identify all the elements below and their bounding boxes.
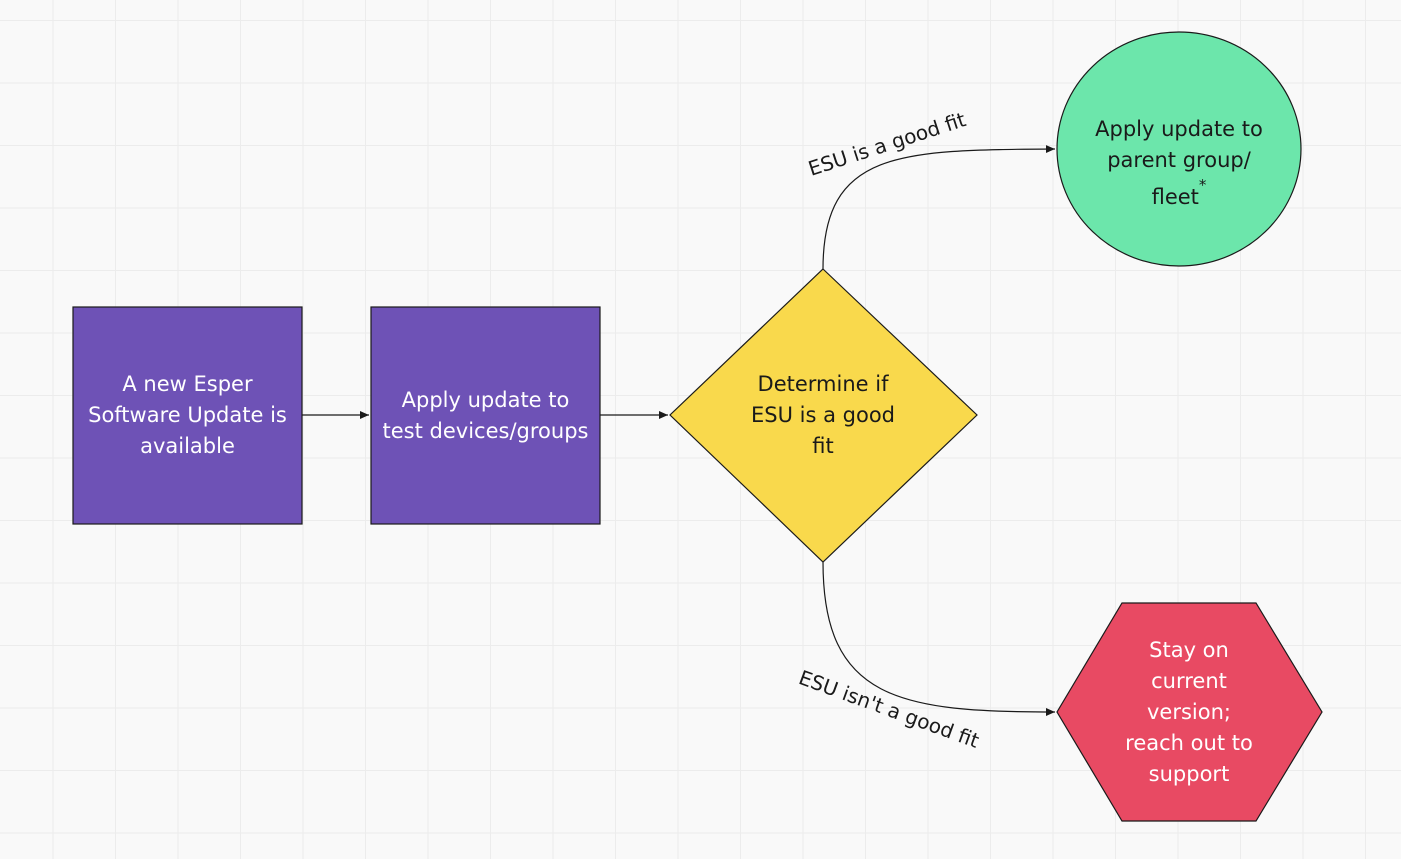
node-apply-parent-label-wrap: Apply update to parent group/ fleet* xyxy=(1079,100,1279,209)
node-new-esu-shape[interactable] xyxy=(72,306,303,525)
node-apply-test-label: Apply update to test devices/groups xyxy=(382,387,589,443)
edge-good-fit[interactable] xyxy=(822,145,1056,270)
node-new-esu-label: A new Esper Software Update is available xyxy=(88,372,287,458)
node-determine-fit-label: Determine if ESU is a good fit xyxy=(751,371,895,458)
node-apply-parent-label: Apply update to parent group/ fleet xyxy=(1095,117,1263,209)
footnote-asterisk: * xyxy=(1198,176,1207,194)
node-stay-current-shape[interactable] xyxy=(1056,602,1323,822)
node-apply-test-shape[interactable] xyxy=(370,306,601,525)
node-stay-current-label: Stay on current version; reach out to su… xyxy=(1125,637,1253,786)
node-apply-parent-shape[interactable] xyxy=(1056,31,1302,267)
edge-not-good-fit[interactable] xyxy=(822,561,1056,716)
